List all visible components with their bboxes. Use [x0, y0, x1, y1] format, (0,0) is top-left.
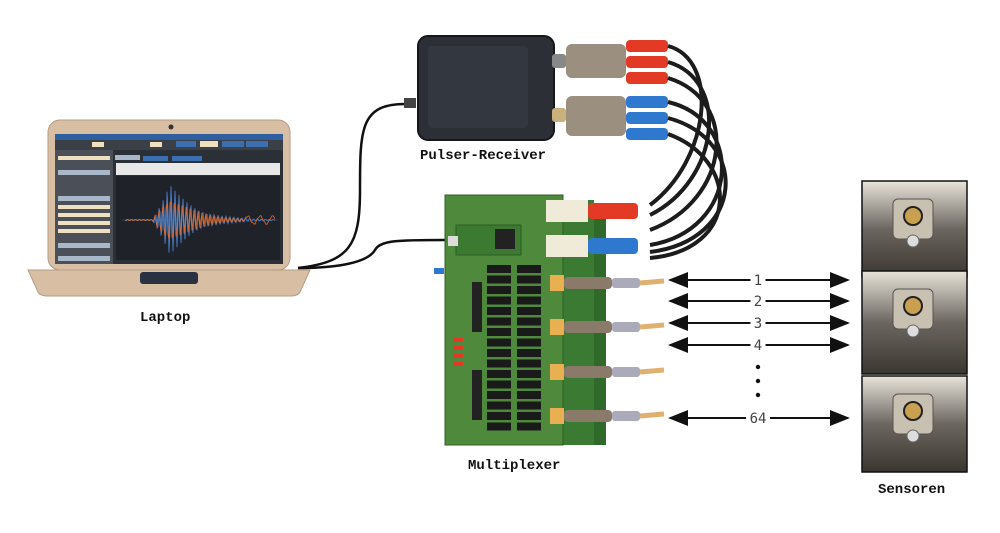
sensor-cable: [639, 367, 665, 375]
usb-cable-pulser: [297, 102, 406, 270]
data-table: [116, 163, 280, 175]
channel-arrows: 1 2 3 4 64: [668, 271, 850, 427]
relay: [517, 401, 541, 410]
lemo-connector: [564, 277, 612, 289]
sensor-connectors: [550, 275, 665, 424]
relay: [487, 328, 511, 336]
relay: [487, 286, 511, 294]
relay: [517, 391, 541, 399]
multiplexer-board: [434, 194, 665, 446]
relay: [487, 307, 511, 315]
relay: [487, 338, 511, 347]
connector-pad: [550, 408, 564, 424]
screw: [906, 429, 920, 443]
relay: [487, 401, 511, 410]
relay: [517, 370, 541, 378]
relay: [487, 265, 511, 273]
sensor-element: [903, 401, 923, 421]
waveform: [124, 186, 276, 253]
sensor-cable: [639, 411, 665, 419]
relay: [487, 349, 511, 357]
laptop-label: Laptop: [140, 310, 191, 326]
relay: [487, 359, 511, 368]
ellipsis-dot: [755, 364, 761, 370]
sensor-element: [903, 206, 923, 226]
channel-number: 1: [754, 273, 762, 289]
webcam-icon: [168, 124, 174, 130]
lemo-plug: [612, 322, 640, 332]
lemo-connector: [564, 366, 612, 378]
pulser-receiver-label: Pulser-Receiver: [420, 148, 547, 164]
relay: [487, 422, 511, 431]
relay: [517, 349, 541, 357]
bnc-splitters: [552, 44, 626, 136]
relay: [517, 286, 541, 294]
relay-array: [487, 265, 541, 431]
relay: [487, 412, 511, 420]
coax-cables: [648, 44, 728, 260]
connector-pad: [550, 275, 564, 291]
connector-pad: [550, 364, 564, 380]
sensor-cable: [639, 322, 665, 330]
relay: [517, 422, 541, 431]
lemo-plug: [612, 367, 640, 377]
ellipsis-dot: [755, 378, 761, 384]
sensors-label: Sensoren: [878, 482, 946, 498]
pulser-receiver: [404, 35, 668, 141]
channel-number: 2: [754, 294, 762, 310]
relay: [517, 275, 541, 284]
relay: [517, 265, 541, 273]
ellipsis-dot: [755, 392, 761, 398]
relay: [517, 328, 541, 336]
sensor-element: [903, 296, 923, 316]
relay: [487, 296, 511, 305]
relay: [517, 338, 541, 347]
connector-pad: [550, 319, 564, 335]
relay: [487, 275, 511, 284]
relay: [487, 380, 511, 389]
relay: [517, 359, 541, 368]
relay: [517, 296, 541, 305]
relay: [487, 370, 511, 378]
relay: [517, 380, 541, 389]
signal-trace-orange: [124, 201, 276, 239]
relay: [517, 412, 541, 420]
relay: [487, 317, 511, 326]
relay: [517, 307, 541, 315]
channel-number: 64: [750, 411, 767, 427]
usb-cable-multiplexer: [297, 238, 446, 270]
sensor-photos: [861, 180, 968, 473]
laptop: [27, 119, 311, 297]
lemo-plug: [612, 411, 640, 421]
channel-number: 3: [754, 316, 762, 332]
lemo-plug: [612, 278, 640, 288]
multiplexer-label: Multiplexer: [468, 458, 561, 474]
lemo-connector: [564, 321, 612, 333]
screw: [906, 324, 920, 338]
relay: [517, 317, 541, 326]
sensor-cable: [639, 278, 665, 286]
relay: [487, 391, 511, 399]
lemo-connector: [564, 410, 612, 422]
touchpad: [140, 272, 198, 284]
screw: [906, 234, 920, 248]
channel-number: 4: [754, 338, 762, 354]
